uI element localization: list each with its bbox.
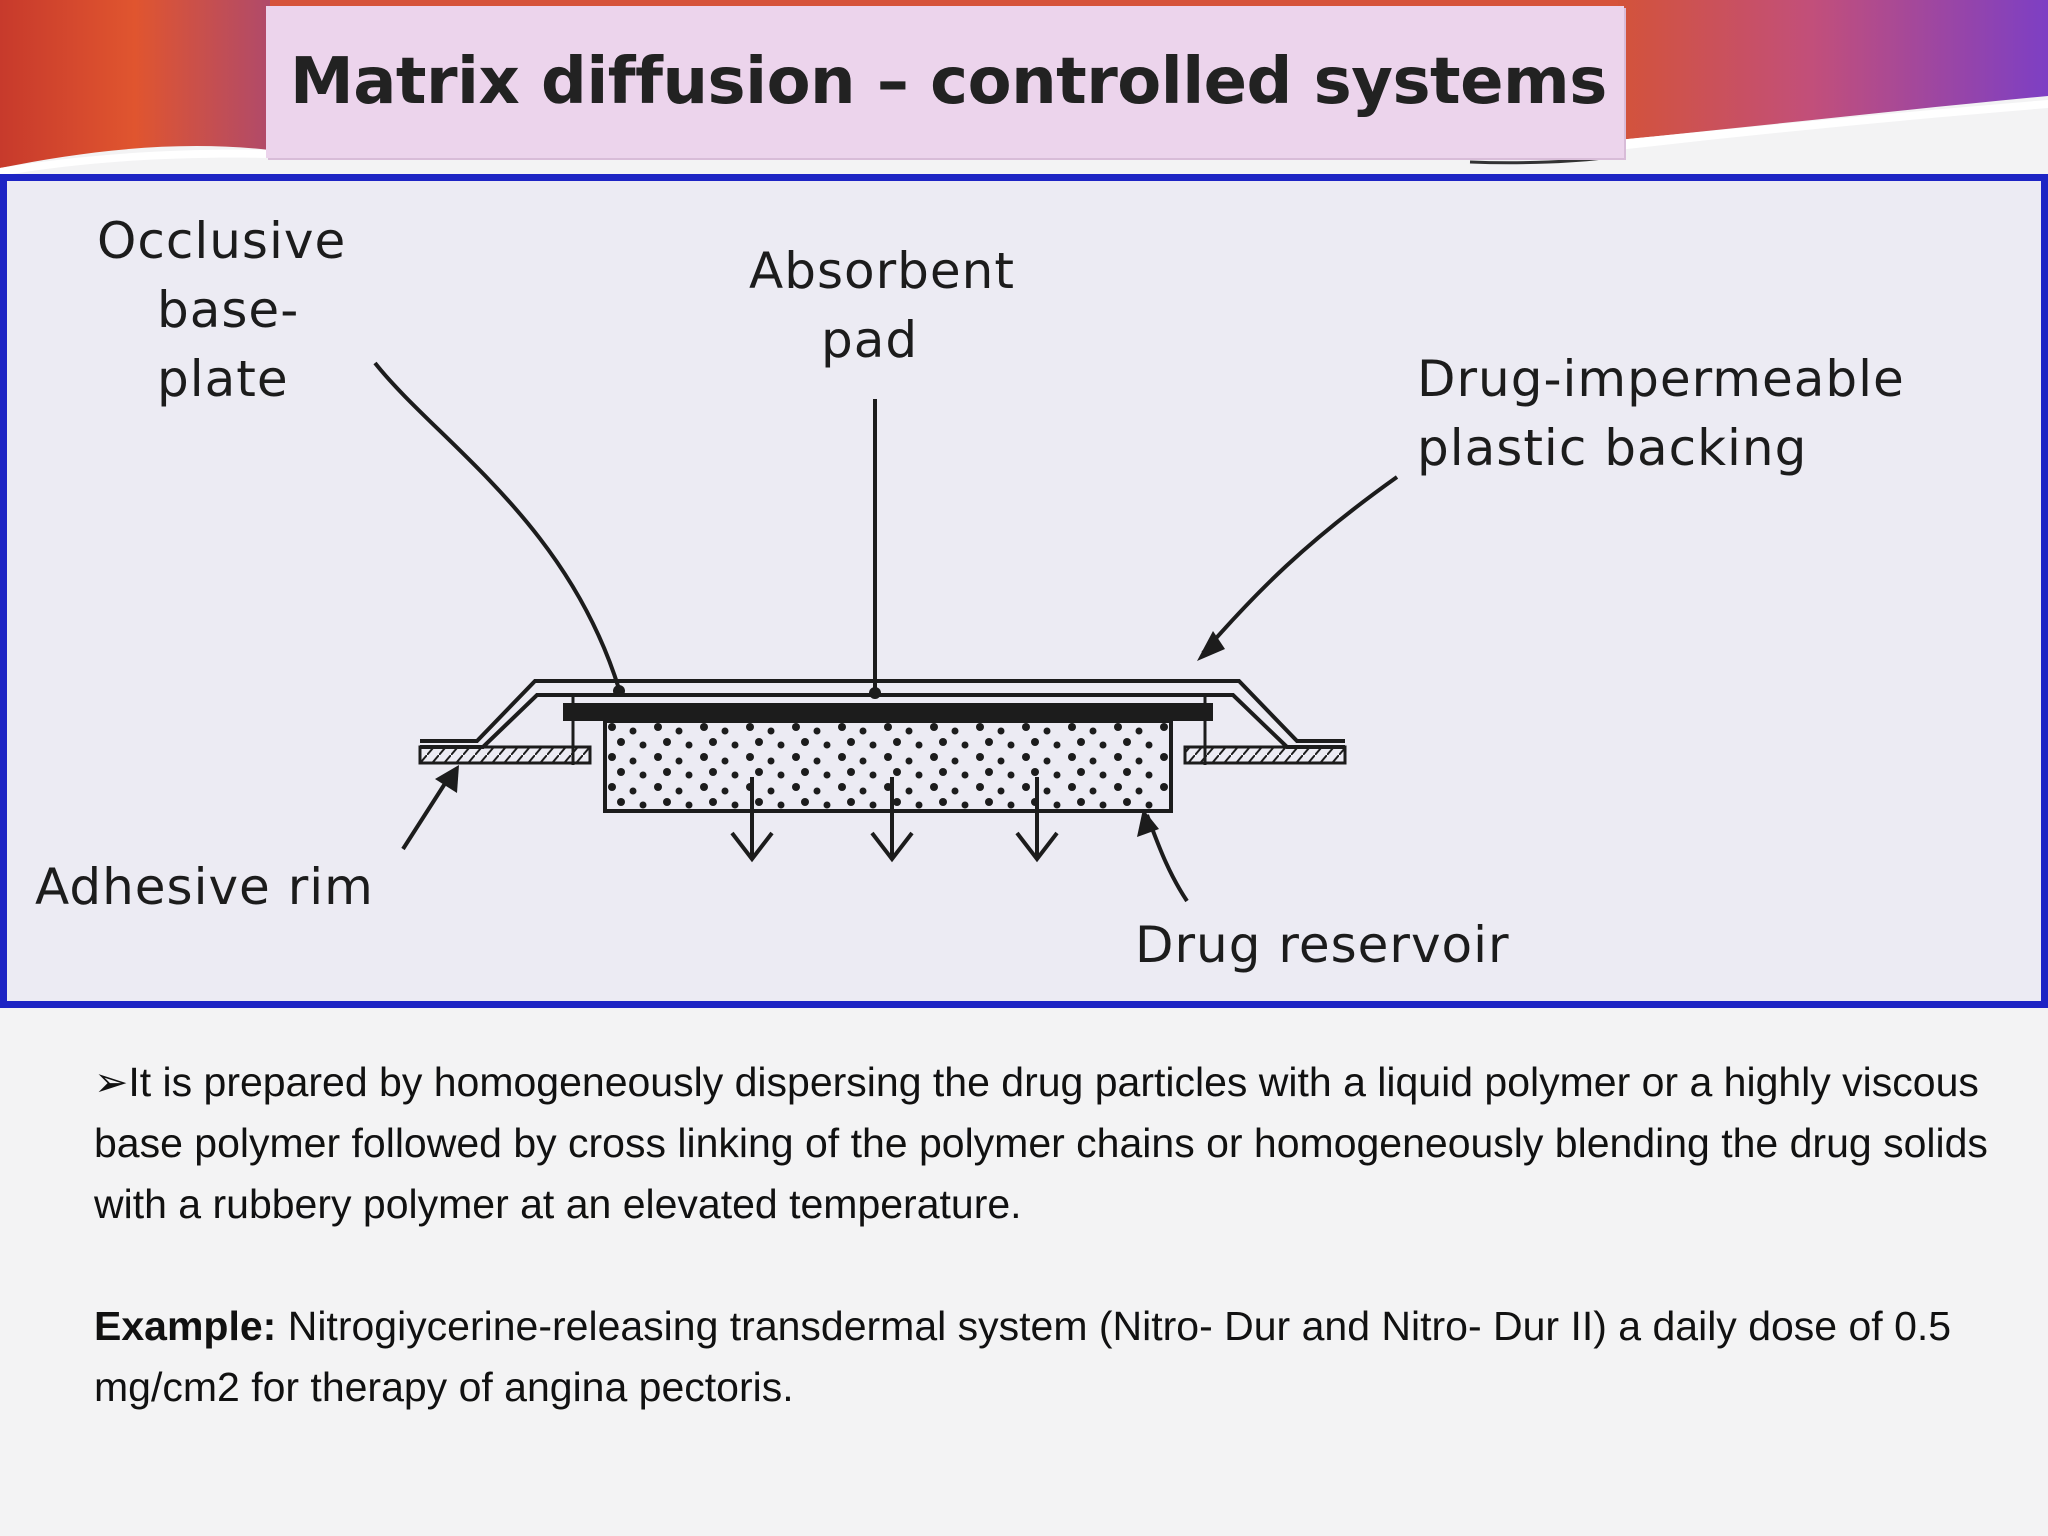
header-band-left <box>0 0 270 168</box>
label-line: Absorbent <box>749 242 1015 300</box>
label-line: Occlusive <box>97 212 347 270</box>
label-drug-reservoir: Drug reservoir <box>1135 916 1510 974</box>
bullet-paragraph: ➢It is prepared by homogeneously dispers… <box>94 1052 1994 1235</box>
leader-line-occlusive <box>373 361 621 690</box>
label-line: pad <box>821 311 919 369</box>
drug-release-arrows <box>730 777 1059 863</box>
label-line: Drug-impermeable <box>1417 350 1905 408</box>
label-adhesive-rim: Adhesive rim <box>35 858 374 916</box>
diagram-frame: Occlusive base- plate Absorbent pad Drug… <box>0 174 2048 1008</box>
arrowhead-backing <box>1197 631 1225 661</box>
label-line: plastic backing <box>1417 419 1808 477</box>
example-paragraph: Example: Nitrogiycerine-releasing transd… <box>94 1296 1994 1418</box>
header-band-right-swoosh <box>1618 100 2048 150</box>
body-text: ➢It is prepared by homogeneously dispers… <box>94 1052 1994 1418</box>
absorbent-pad <box>563 703 1213 721</box>
header-band-right <box>1618 0 2048 140</box>
paragraph-text: It is prepared by homogeneously dispersi… <box>94 1059 1988 1227</box>
release-arrow <box>1015 777 1059 863</box>
leader-dot-absorbent <box>869 687 881 699</box>
label-occlusive-base-plate: Occlusive base- plate <box>97 207 346 414</box>
release-arrow <box>870 777 914 863</box>
example-label: Example: <box>94 1303 277 1349</box>
slide-title: Matrix diffusion – controlled systems <box>290 45 1607 119</box>
example-text: Nitrogiycerine-releasing transdermal sys… <box>94 1303 1952 1410</box>
bullet-arrow-icon: ➢ <box>94 1058 129 1106</box>
label-line: base- <box>157 281 300 339</box>
base-plate-inner-edge <box>571 695 1207 765</box>
drug-reservoir <box>603 719 1173 813</box>
transdermal-patch-diagram <box>373 361 1399 903</box>
arrowhead-adhesive <box>435 765 459 793</box>
header-band-left-swoosh <box>0 149 270 176</box>
adhesive-rim-left <box>418 745 592 765</box>
arrowhead-reservoir <box>1137 809 1159 837</box>
release-arrow <box>730 777 774 863</box>
header-top-strip <box>270 0 1618 6</box>
leader-line-backing <box>1201 475 1399 655</box>
label-absorbent-pad: Absorbent pad <box>749 237 1015 375</box>
plastic-backing <box>420 693 1345 749</box>
occlusive-base-plate <box>420 679 1345 743</box>
label-drug-impermeable-backing: Drug-impermeable plastic backing <box>1417 345 1905 483</box>
leader-dot-occlusive <box>613 685 625 697</box>
adhesive-rim-right <box>1183 745 1347 765</box>
title-box: Matrix diffusion – controlled systems <box>266 6 1624 158</box>
label-line: plate <box>157 350 289 408</box>
